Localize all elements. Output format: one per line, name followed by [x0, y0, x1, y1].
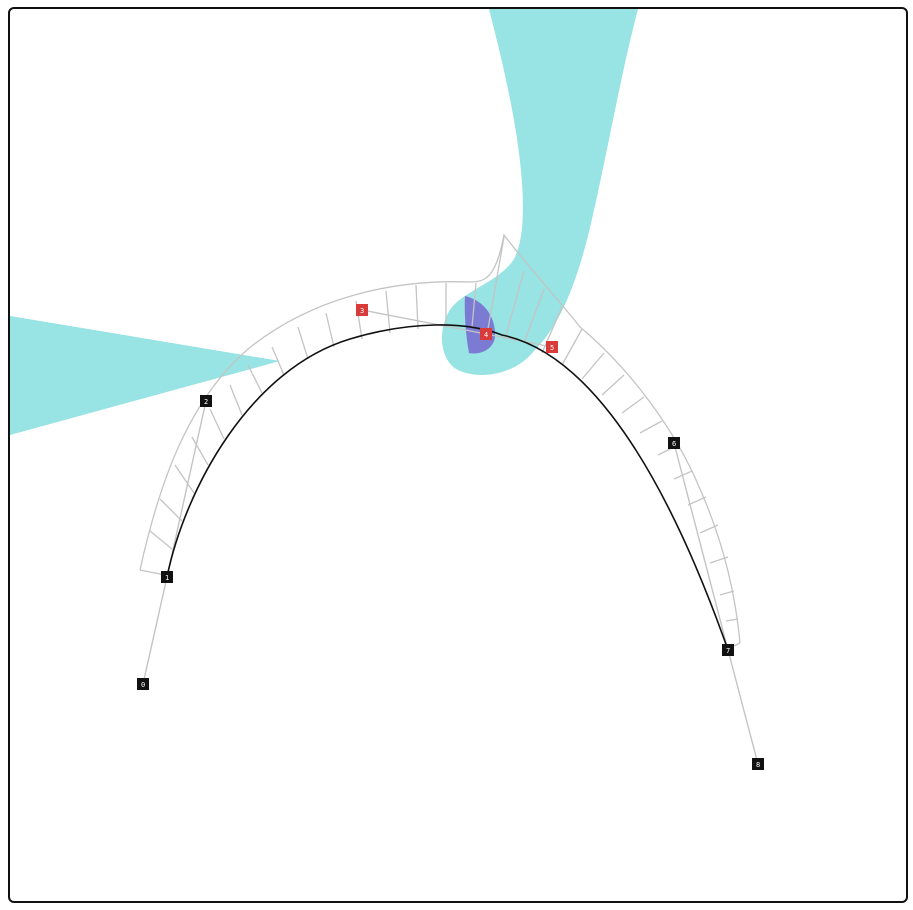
- square-handle-icon[interactable]: 3: [356, 304, 368, 316]
- square-handle-icon[interactable]: 5: [546, 341, 558, 353]
- cyan-region-upper: [441, 9, 638, 375]
- square-handle-icon[interactable]: 6: [668, 437, 680, 449]
- control-polygon: [142, 309, 759, 765]
- bezier-curve: [166, 324, 729, 651]
- curvature-comb: [139, 233, 741, 650]
- cyan-region-left: [10, 316, 280, 435]
- square-handle-icon[interactable]: 7: [722, 644, 734, 656]
- curve-editor-canvas[interactable]: 0 1 2 6 7 8 3 4 5: [10, 9, 908, 903]
- square-handle-icon[interactable]: 1: [161, 571, 173, 583]
- square-handle-icon[interactable]: 4: [480, 328, 492, 340]
- black-handles: 0 1 2 6 7 8: [137, 395, 764, 770]
- square-handle-icon[interactable]: 8: [752, 758, 764, 770]
- canvas-frame: 0 1 2 6 7 8 3 4 5: [8, 7, 908, 903]
- square-handle-icon[interactable]: 2: [200, 395, 212, 407]
- square-handle-icon[interactable]: 0: [137, 678, 149, 690]
